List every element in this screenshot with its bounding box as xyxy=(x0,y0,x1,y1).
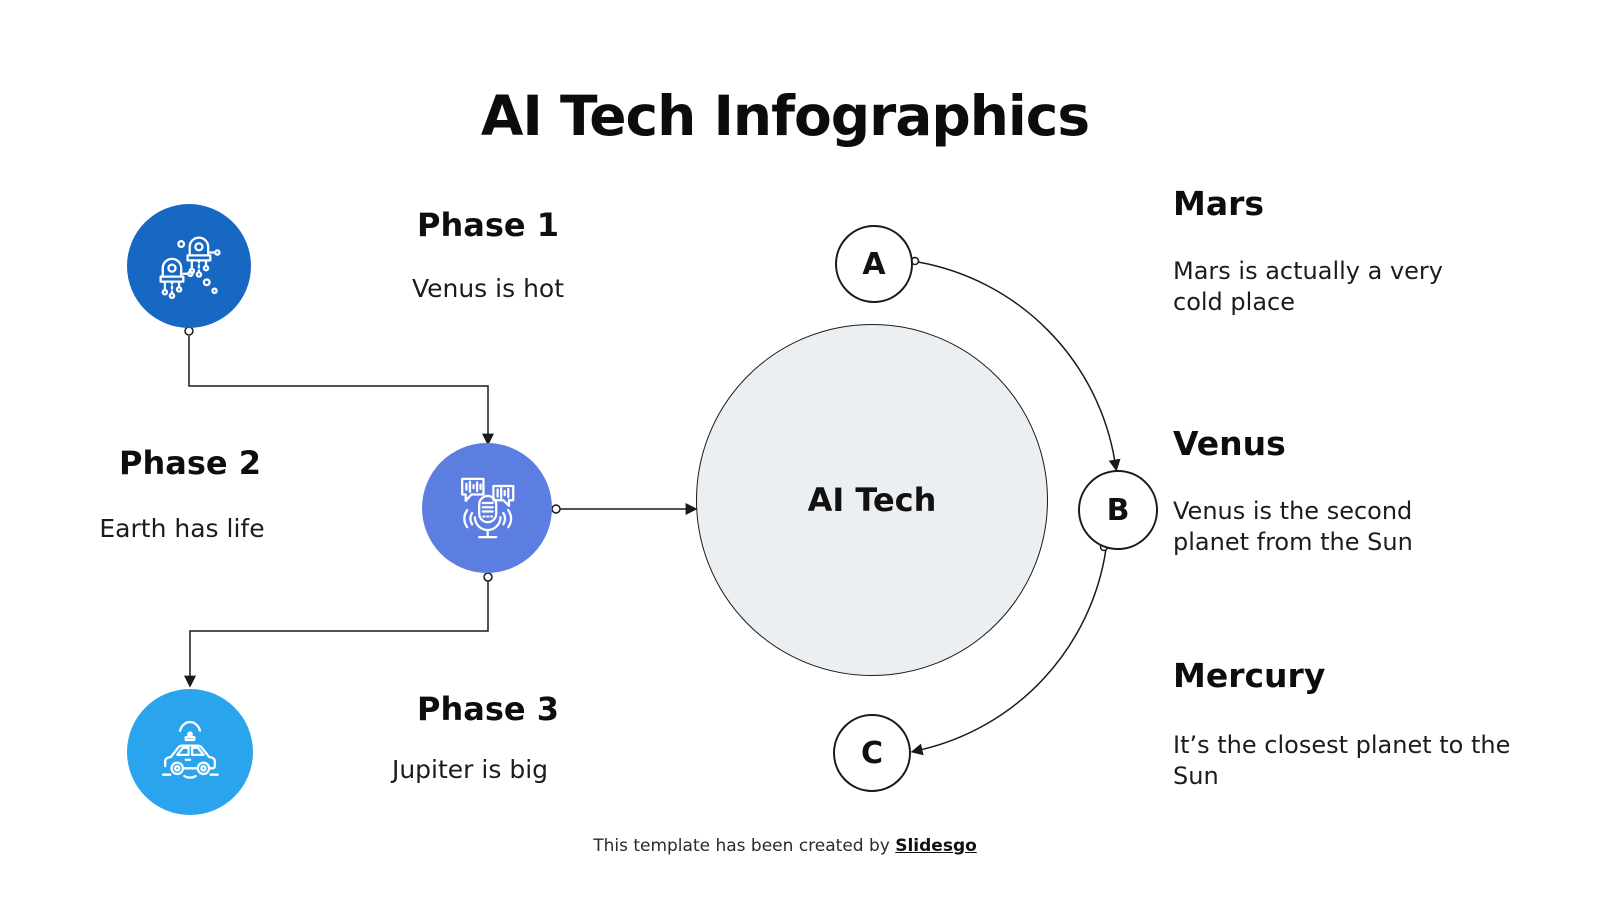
node-b: B xyxy=(1078,470,1158,550)
arc-node-a-to-b xyxy=(917,261,1121,472)
page-title: AI Tech Infographics xyxy=(480,84,1090,148)
phase3-label: Phase 3 xyxy=(417,690,559,728)
node-c-label: C xyxy=(860,735,884,771)
slidesgo-link[interactable]: Slidesgo xyxy=(895,836,977,856)
voice-assistant-icon xyxy=(461,477,515,539)
phase2-shape xyxy=(422,443,552,573)
footer-credit: This template has been created by Slides… xyxy=(0,836,1570,856)
venus-description: Venus is the second planet from the Sun xyxy=(1173,497,1413,557)
self-driving-car-icon xyxy=(161,720,219,779)
attach-dot-phase1 xyxy=(184,326,194,336)
connector-phase2-to-phase3 xyxy=(184,581,489,688)
attach-dot-phase2-bottom xyxy=(483,572,493,582)
node-a: A xyxy=(835,225,913,303)
phase1-shape xyxy=(127,204,251,328)
center-node: AI Tech xyxy=(696,324,1048,676)
phase1-description: Venus is hot xyxy=(411,274,565,303)
arc-node-b-to-c xyxy=(910,548,1107,756)
phase2-description: Earth has life xyxy=(99,514,265,543)
phase2-label: Phase 2 xyxy=(119,444,261,482)
attach-dot-phase2-right xyxy=(551,504,561,514)
node-c: C xyxy=(833,714,911,792)
ai-robots-icon xyxy=(159,236,221,300)
node-a-label: A xyxy=(862,246,886,282)
connector-phase1-to-phase2 xyxy=(188,336,494,446)
mars-heading: Mars xyxy=(1173,184,1265,223)
phase1-label: Phase 1 xyxy=(417,206,559,244)
footer-credit-text: This template has been created by xyxy=(593,836,890,856)
phase3-shape xyxy=(127,689,253,815)
mars-description: Mars is actually a very cold place xyxy=(1173,257,1443,317)
mercury-heading: Mercury xyxy=(1173,656,1326,695)
venus-heading: Venus xyxy=(1173,424,1286,463)
center-node-label: AI Tech xyxy=(807,481,937,519)
node-b-label: B xyxy=(1106,492,1130,528)
phase3-description: Jupiter is big xyxy=(391,755,549,784)
mercury-description: It’s the closest planet to the Sun xyxy=(1173,731,1511,791)
